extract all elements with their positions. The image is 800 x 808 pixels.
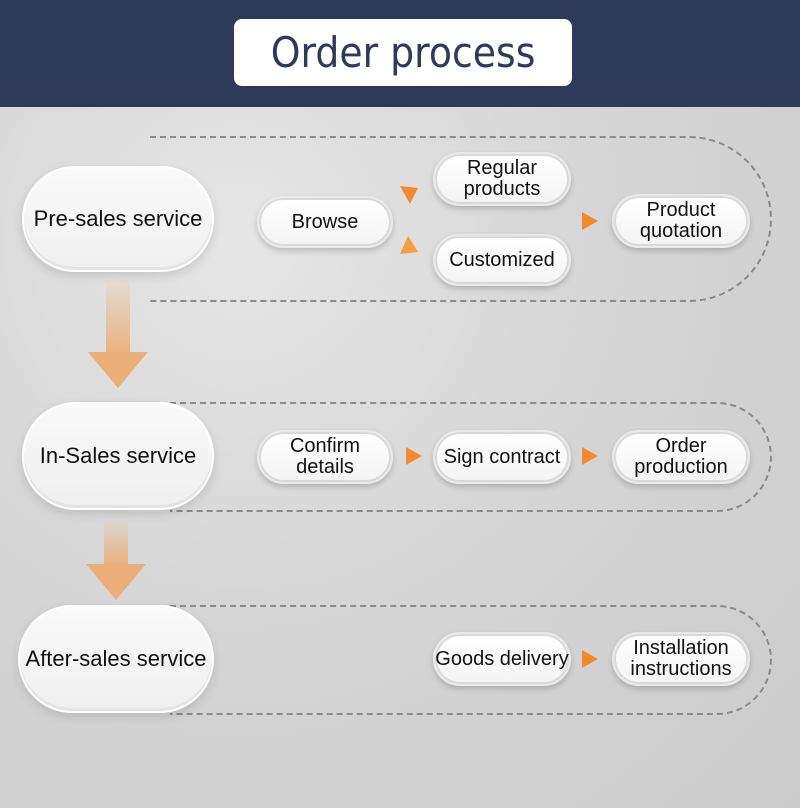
stage-pre-sales[interactable]: Pre-sales service: [22, 166, 214, 272]
arrow-up-right-icon: [400, 236, 418, 254]
title-box: Order process: [234, 19, 572, 86]
after-sales-lane: [170, 605, 772, 715]
step-regular-products[interactable]: Regular products: [433, 152, 571, 206]
step-order-production[interactable]: Order production: [612, 430, 750, 484]
step-label: Regular products: [463, 157, 541, 200]
step-label: Installation instructions: [630, 637, 732, 680]
arrow-right-icon: [582, 650, 598, 668]
step-label: Confirm details: [289, 435, 360, 478]
step-label: Goods delivery: [435, 647, 569, 670]
step-label: Sign contract: [443, 445, 561, 468]
stage-after-sales[interactable]: After-sales service: [18, 605, 214, 713]
arrow-right-icon: [582, 447, 598, 465]
header-banner: Order process: [0, 0, 800, 107]
arrow-down-right-icon: [400, 186, 418, 204]
step-confirm-details[interactable]: Confirm details: [257, 430, 393, 484]
step-sign-contract[interactable]: Sign contract: [433, 430, 571, 484]
step-label: Browse: [291, 210, 359, 233]
stage-label: In-Sales service: [39, 443, 197, 468]
arrow-right-icon: [582, 212, 598, 230]
step-product-quotation[interactable]: Product quotation: [612, 194, 750, 248]
step-label: Order production: [634, 435, 728, 478]
step-customized[interactable]: Customized: [433, 234, 571, 286]
step-label: Customized: [449, 248, 555, 271]
step-label: Product quotation: [639, 199, 723, 242]
in-sales-lane: [170, 402, 772, 512]
stage-in-sales[interactable]: In-Sales service: [22, 402, 214, 510]
pre-sales-lane: [150, 136, 772, 302]
flow-down-arrow-icon: [88, 280, 148, 392]
stage-label: After-sales service: [25, 646, 207, 671]
page-title: Order process: [270, 28, 536, 77]
step-browse[interactable]: Browse: [257, 196, 393, 248]
stage-label: Pre-sales service: [33, 206, 203, 231]
step-installation-instructions[interactable]: Installation instructions: [612, 632, 750, 686]
arrow-right-icon: [406, 447, 422, 465]
flow-down-arrow-icon: [86, 522, 146, 600]
step-goods-delivery[interactable]: Goods delivery: [433, 632, 571, 686]
